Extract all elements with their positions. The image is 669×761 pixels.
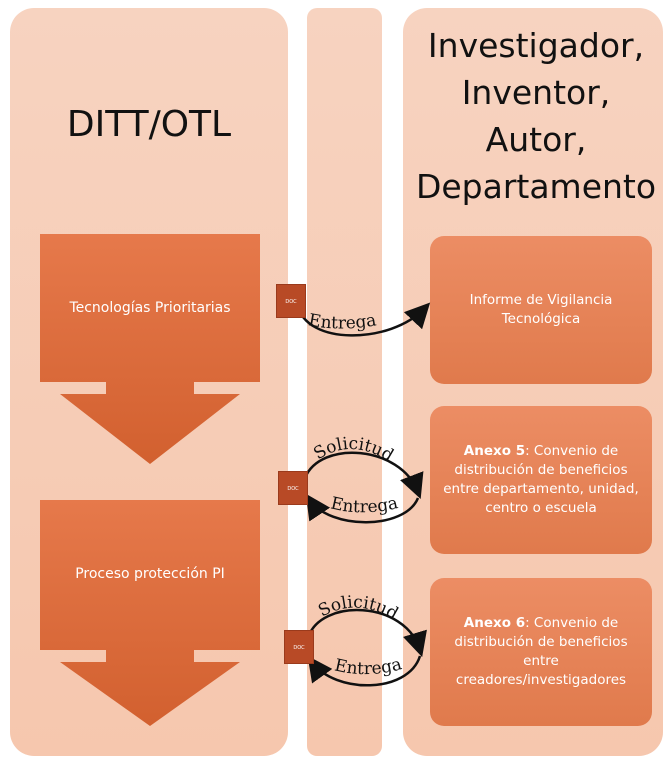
chevron-arrow-shape xyxy=(40,500,260,726)
column-title-right: Investigador, Inventor, Autor, Departame… xyxy=(415,26,657,206)
step-proceso-proteccion: Proceso protección PI xyxy=(40,500,260,726)
step-label: Proceso protección PI xyxy=(75,566,225,582)
document-icon: DOC xyxy=(278,471,308,505)
document-anexo-label: Anexo 6 xyxy=(463,615,526,631)
document-anexo-6: Anexo 6: Convenio de distribución de ben… xyxy=(430,578,652,726)
column-middle xyxy=(307,8,382,756)
document-informe-vigilancia: Informe de Vigilancia Tecnológica xyxy=(430,236,652,384)
step-tecnologias-prioritarias: Tecnologías Prioritarias xyxy=(40,234,260,466)
document-anexo-label: Anexo 5 xyxy=(463,443,526,459)
document-anexo-5: Anexo 5: Convenio de distribución de ben… xyxy=(430,406,652,554)
step-label: Tecnologías Prioritarias xyxy=(69,300,231,316)
chevron-arrow-shape xyxy=(40,234,260,464)
column-title-left: DITT/OTL xyxy=(66,104,232,145)
document-icon: DOC xyxy=(276,284,306,318)
document-icon: DOC xyxy=(284,630,314,664)
